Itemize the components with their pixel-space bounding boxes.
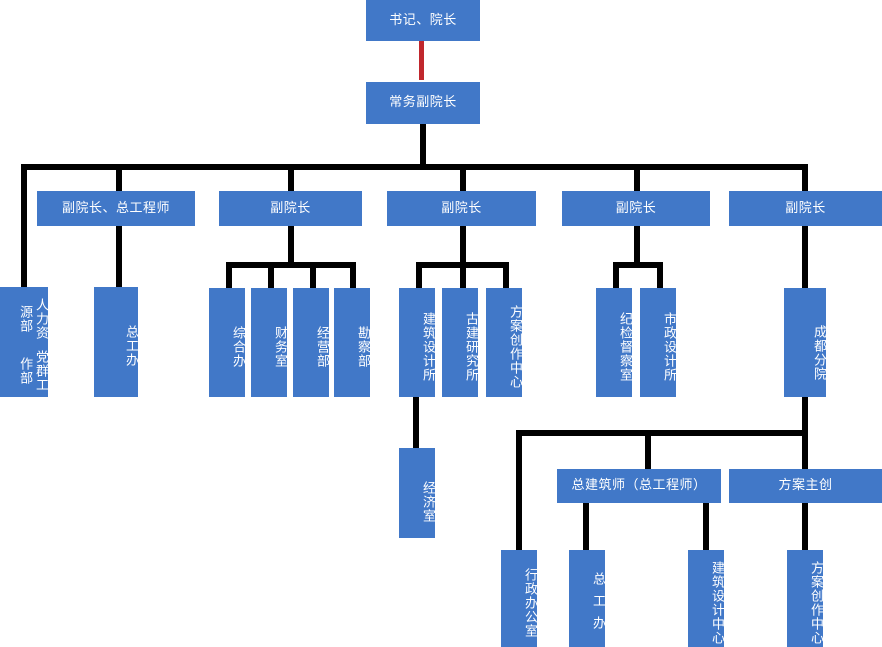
connector-chief-architect-to-chief-eng-office: [583, 503, 589, 550]
connector-vp3-stem: [460, 226, 466, 266]
connector-vp2-drop-3: [310, 262, 316, 288]
node-vice-president-4[interactable]: 副院长: [562, 191, 710, 226]
connector-bus-drop-far-left: [21, 164, 27, 287]
node-scheme-creation-center-chengdu[interactable]: 方案创作中心: [787, 550, 823, 647]
connector-vp2-drop-1: [226, 262, 232, 288]
node-hr-dept-label: 人力资源部: [17, 298, 48, 340]
connector-president-to-exec-vp: [419, 41, 424, 80]
node-chief-architect[interactable]: 总建筑师（总工程师）: [557, 469, 721, 503]
node-scheme-lead[interactable]: 方案主创: [729, 469, 882, 503]
connector-vp1-to-chief-eng-office: [116, 226, 122, 288]
connector-vp3-drop-2: [460, 262, 466, 288]
connector-chief-architect-to-arch-center: [703, 503, 709, 550]
connector-chengdu-drop-chief-architect: [645, 430, 651, 469]
connector-vp3-drop-1: [416, 262, 422, 288]
connector-bus-drop-vp2: [288, 164, 294, 191]
node-admin-office[interactable]: 行政办公室: [501, 550, 537, 647]
node-vice-president-chief-engineer[interactable]: 副院长、总工程师: [37, 191, 195, 226]
connector-vp2-drop-2: [268, 262, 274, 288]
connector-level2-bus: [21, 164, 808, 170]
node-economics-office[interactable]: 经济室: [399, 448, 435, 538]
node-executive-vice-president[interactable]: 常务副院长: [366, 82, 480, 124]
node-secretary-president[interactable]: 书记、院长: [366, 0, 480, 41]
node-operations-dept[interactable]: 经营部: [293, 288, 329, 397]
connector-chengdu-stem: [802, 396, 808, 436]
node-general-office[interactable]: 综合办: [209, 288, 245, 397]
node-finance-office[interactable]: 财务室: [251, 288, 287, 397]
node-hr-and-party-dept[interactable]: 人力资源部 党群工作部: [0, 287, 48, 397]
node-vice-president-2[interactable]: 副院长: [219, 191, 362, 226]
connector-vp2-drop-4: [350, 262, 356, 288]
connector-chengdu-drop-admin: [516, 430, 522, 550]
node-municipal-design-institute[interactable]: 市政设计所: [640, 288, 676, 397]
node-vice-president-3[interactable]: 副院长: [387, 191, 536, 226]
connector-vp4-drop-2: [657, 262, 663, 288]
connector-bus-drop-vp4: [634, 164, 640, 191]
connector-exec-vp-stem: [420, 124, 426, 167]
connector-vp4-drop-1: [613, 262, 619, 288]
node-chengdu-branch[interactable]: 成都分院: [784, 288, 826, 397]
node-chief-engineer-office-chengdu[interactable]: 总工办: [569, 550, 605, 647]
node-vice-president-5[interactable]: 副院长: [729, 191, 882, 226]
node-survey-dept[interactable]: 勘察部: [334, 288, 370, 397]
node-ancient-architecture-institute[interactable]: 古建研究所: [442, 288, 478, 397]
connector-bus-drop-vp5: [802, 164, 808, 191]
node-discipline-inspection-office[interactable]: 纪检督察室: [596, 288, 632, 397]
node-scheme-creation-center[interactable]: 方案创作中心: [486, 288, 522, 397]
connector-bus-drop-vp3: [460, 164, 466, 191]
connector-vp4-bus: [613, 262, 663, 268]
connector-chengdu-bus: [516, 430, 808, 436]
connector-chengdu-drop-scheme-lead: [802, 430, 808, 469]
node-party-affairs-dept-label: 党群工作部: [17, 350, 48, 392]
connector-vp3-drop-3: [503, 262, 509, 288]
connector-scheme-lead-to-scheme-center: [802, 503, 808, 550]
node-architecture-design-center[interactable]: 建筑设计中心: [688, 550, 724, 647]
connector-bus-drop-vp1: [116, 164, 122, 191]
connector-vp5-to-chengdu: [802, 226, 808, 288]
connector-vp2-bus: [226, 262, 356, 268]
node-chief-engineer-office[interactable]: 总工办: [94, 287, 138, 397]
connector-arch-institute-to-economics: [413, 396, 419, 448]
node-architecture-design-institute[interactable]: 建筑设计所: [399, 288, 435, 397]
connector-vp4-stem: [634, 226, 640, 266]
connector-vp2-stem: [288, 226, 294, 266]
